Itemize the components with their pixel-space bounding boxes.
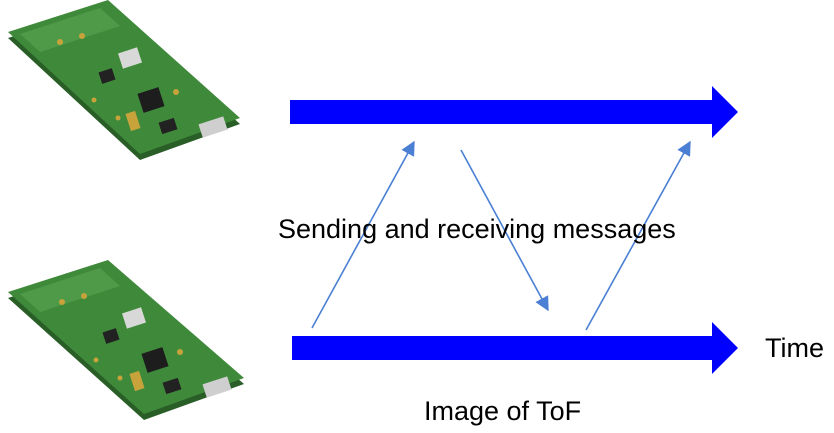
board-bottom-icon	[8, 260, 244, 420]
timeline-top-arrow	[290, 86, 738, 138]
message-arrow-up-1	[311, 140, 415, 329]
caption-label: Image of ToF	[424, 396, 582, 426]
message-arrow-up-2	[585, 140, 691, 331]
timeline-bottom-arrow	[292, 322, 738, 374]
messages-label: Sending and receiving messages	[278, 214, 676, 244]
board-top-icon	[8, 0, 240, 160]
message-arrow-down	[460, 149, 549, 312]
time-label: Time	[765, 333, 824, 363]
